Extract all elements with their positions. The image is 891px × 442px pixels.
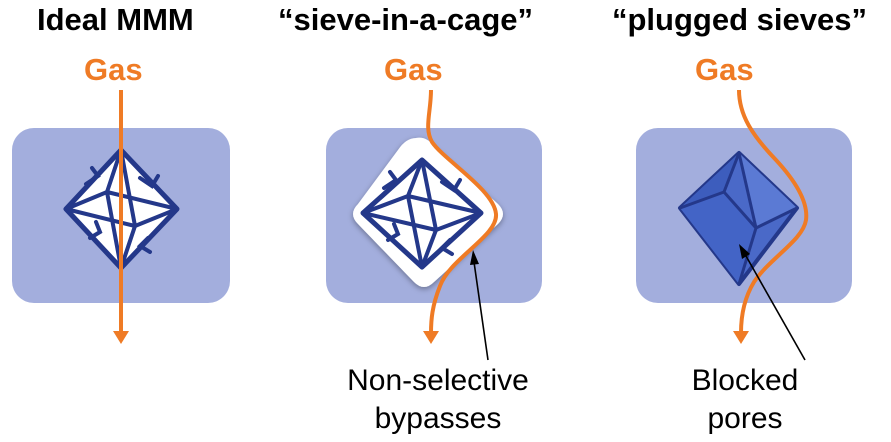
panel-title-sieve-in-a-cage: “sieve-in-a-cage” bbox=[278, 2, 533, 37]
gas-flow-path bbox=[737, 89, 809, 334]
annotation-line: Blocked bbox=[691, 364, 799, 397]
gas-flow-arrowhead bbox=[733, 331, 749, 344]
annotation-blocked-pores: Blocked pores bbox=[660, 362, 830, 438]
panel-title-plugged-sieves: “plugged sieves” bbox=[612, 2, 867, 37]
bypass-pointer-arrow bbox=[470, 250, 489, 361]
panel-ideal-mmm bbox=[12, 90, 230, 344]
annotation-line: Non-selective bbox=[347, 364, 529, 397]
gas-flow-arrowhead bbox=[113, 331, 129, 344]
panel-plugged-sieves bbox=[636, 89, 852, 361]
gas-label: Gas bbox=[695, 52, 754, 87]
plugged-sieve-crystal bbox=[678, 151, 799, 286]
blocked-pores-pointer-arrow bbox=[739, 244, 806, 361]
annotation-line: pores bbox=[707, 402, 783, 435]
gas-label: Gas bbox=[384, 52, 443, 87]
panel-sieve-in-a-cage bbox=[326, 89, 542, 361]
molecular-sieve-crystal bbox=[360, 157, 484, 270]
gas-flow-arrowhead bbox=[423, 331, 439, 344]
gas-label: Gas bbox=[84, 52, 143, 87]
annotation-non-selective-bypasses: Non-selective bypasses bbox=[318, 362, 558, 438]
annotation-line: bypasses bbox=[374, 402, 502, 435]
panel-title-ideal-mmm: Ideal MMM bbox=[37, 2, 194, 37]
gas-bypass-path bbox=[426, 89, 498, 334]
